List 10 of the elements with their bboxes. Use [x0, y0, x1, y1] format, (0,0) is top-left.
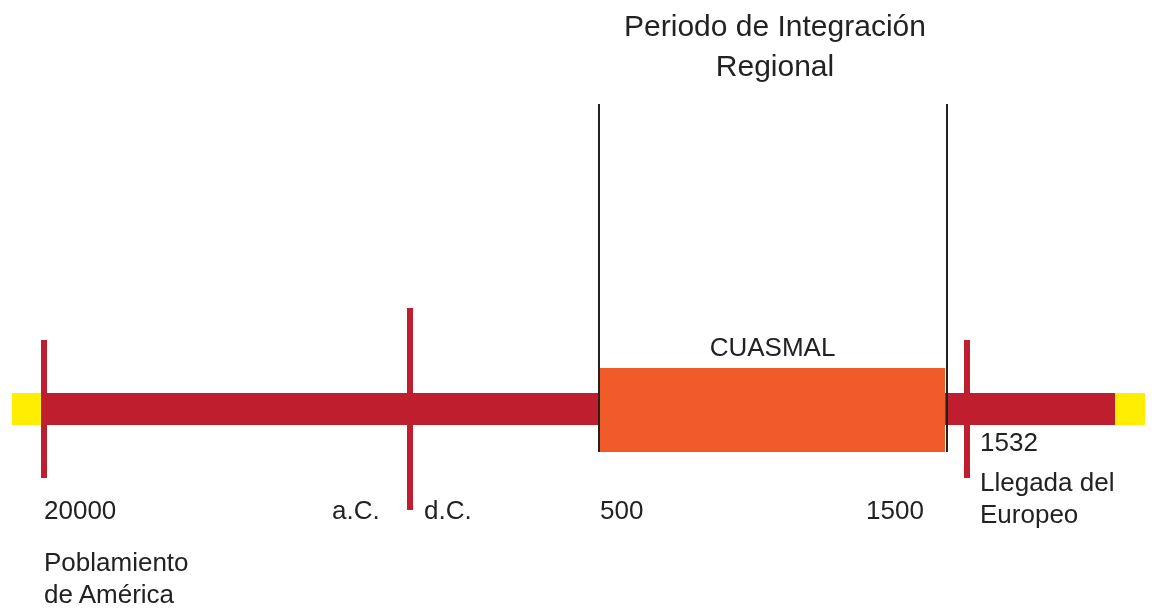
year-label: 1500	[866, 494, 924, 526]
event-label: Llegada del Europeo	[980, 466, 1116, 530]
period-title: Periodo de Integración Regional	[623, 8, 927, 84]
year-label: 500	[600, 494, 644, 526]
era-label: a.C.	[332, 494, 380, 526]
event-label: Poblamiento de América	[44, 546, 190, 610]
period-name: CUASMAL	[708, 331, 837, 364]
year-label: 1532	[980, 426, 1038, 458]
era-label: d.C.	[424, 494, 472, 526]
year-label: 20000	[44, 494, 117, 526]
